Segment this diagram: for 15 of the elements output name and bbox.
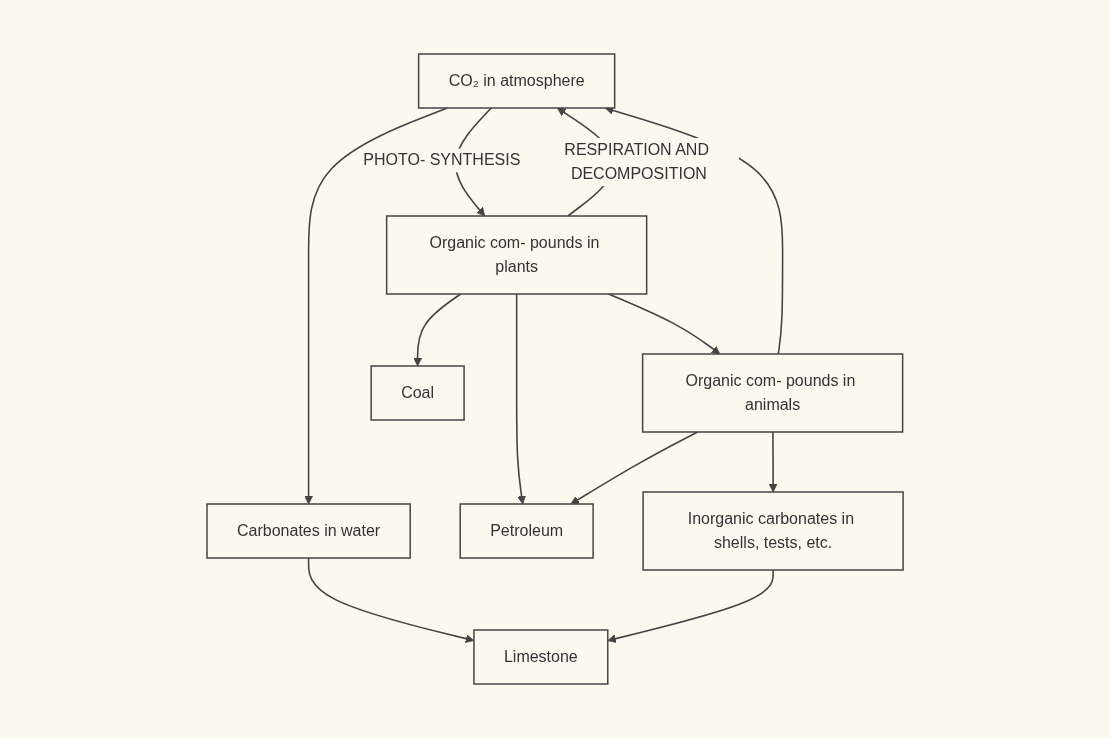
node-box: CO₂ in atmosphere	[417, 53, 616, 109]
node-box: Carbonates in water	[206, 503, 411, 559]
node-box: Inorganic carbonates in shells, tests, etc.	[642, 491, 904, 571]
arrow	[413, 293, 462, 367]
arrow	[768, 431, 778, 493]
node-box: Organic com- pounds in plants	[385, 215, 648, 295]
arrow	[607, 569, 774, 643]
edge-label: PHOTO- SYNTHESIS	[363, 151, 521, 169]
arrow	[570, 431, 699, 505]
node-box: Limestone	[473, 629, 609, 685]
node-box: Organic com- pounds in animals	[641, 353, 904, 433]
node-box: Petroleum	[459, 503, 594, 559]
node-box: Coal	[370, 365, 465, 421]
arrow	[515, 293, 526, 505]
edge-label: RESPIRATION AND DECOMPOSITION	[564, 141, 709, 182]
